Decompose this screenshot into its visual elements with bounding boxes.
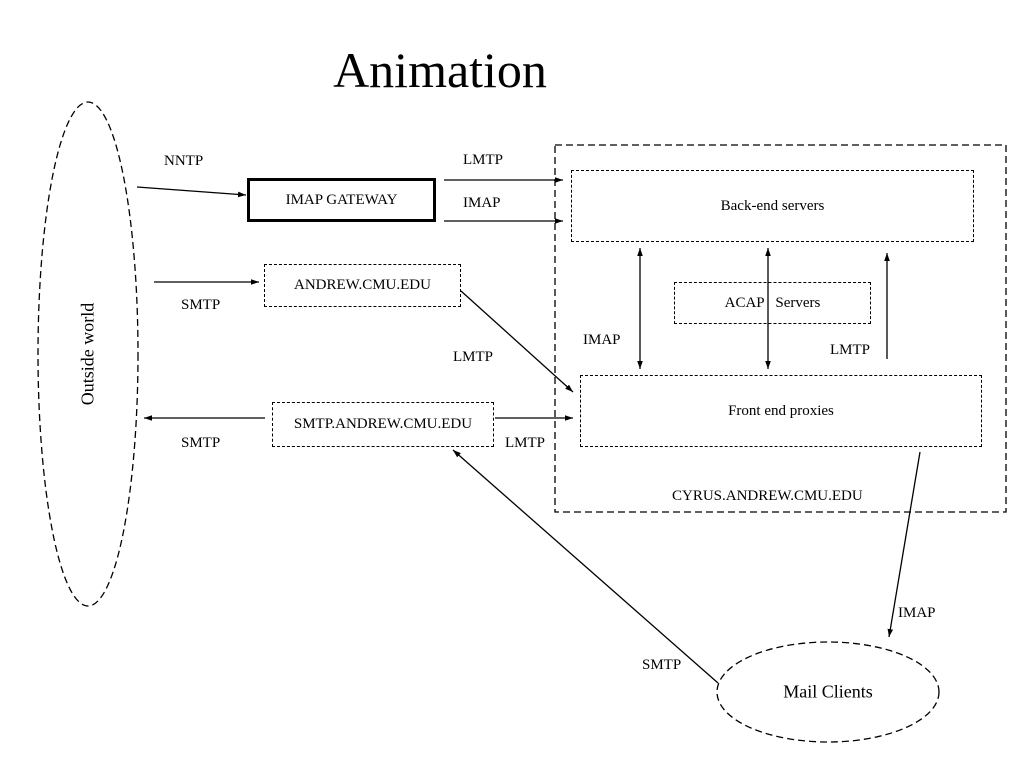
backend-frontend-imap-label: IMAP: [583, 332, 621, 348]
acap-servers-box: ACAP Servers: [674, 282, 871, 324]
mail-clients-ellipse: [716, 641, 940, 743]
cyrus-container: [554, 144, 1007, 513]
smtp-andrew-box: SMTP.ANDREW.CMU.EDU: [272, 402, 494, 447]
outside-world-label: Outside world: [77, 302, 98, 406]
smtp-andrew-lmtp-label: LMTP: [505, 435, 546, 451]
andrew-label: ANDREW.CMU.EDU: [294, 277, 431, 293]
imap-gateway-box: IMAP GATEWAY: [247, 178, 436, 222]
cyrus-label: CYRUS.ANDREW.CMU.EDU: [672, 488, 863, 504]
outside-world-ellipse: [37, 101, 139, 607]
smtp-andrew-label: SMTP.ANDREW.CMU.EDU: [293, 416, 473, 432]
frontend-proxies-box: Front end proxies: [580, 375, 982, 447]
andrew-lmtp-label: LMTP: [453, 349, 494, 365]
andrew-lmtp-arrow: [460, 290, 574, 393]
clients-smtp-label: SMTP: [642, 657, 682, 673]
backend-servers-label: Back-end servers: [720, 197, 825, 214]
slide-title: Animation: [333, 42, 547, 98]
andrew-box: ANDREW.CMU.EDU: [264, 264, 461, 307]
acap-servers-label: ACAP Servers: [724, 294, 821, 311]
gateway-lmtp-label: LMTP: [463, 152, 504, 168]
smtp-out-label: SMTP: [181, 435, 221, 451]
backend-servers-box: Back-end servers: [571, 170, 974, 242]
frontend-clients-imap-arrow: [887, 451, 921, 638]
smtp-in-label: SMTP: [181, 297, 221, 313]
nntp-label: NNTP: [164, 153, 204, 169]
frontend-clients-imap-label: IMAP: [898, 605, 936, 621]
frontend-backend-lmtp-label: LMTP: [830, 342, 871, 358]
imap-gateway-label: IMAP GATEWAY: [285, 191, 398, 208]
clients-smtp-arrow: [452, 449, 719, 684]
frontend-proxies-label: Front end proxies: [728, 402, 834, 419]
nntp-arrow: [136, 186, 247, 198]
mail-clients-label: Mail Clients: [783, 681, 873, 702]
gateway-imap-label: IMAP: [463, 195, 501, 211]
